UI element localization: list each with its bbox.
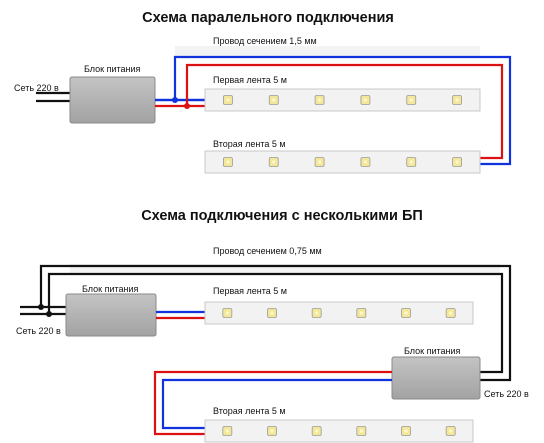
led-chip-center	[315, 311, 319, 315]
power-supply-label: Блок питания	[84, 64, 141, 74]
led-strip-1	[204, 88, 481, 112]
led-chip-center	[225, 429, 229, 433]
negative-wire-strip2	[173, 55, 512, 166]
led-chip-center	[404, 429, 408, 433]
led-chip-center	[455, 98, 459, 102]
diagram-title-multi-psu: Схема подключения с несколькими БП	[141, 208, 423, 224]
mains-label: Сеть 220 в	[14, 83, 59, 93]
strip-body	[204, 88, 481, 112]
mains-wire-long-b	[47, 272, 504, 374]
led-chip-center	[317, 98, 322, 102]
strip1-label-2: Первая лента 5 м	[213, 286, 287, 296]
negative-wire-2b	[161, 378, 392, 430]
strip-body	[204, 419, 474, 443]
led-chip-center	[359, 429, 363, 433]
led-chip-center	[272, 160, 276, 164]
led-chip-center	[363, 160, 368, 164]
led-chip-center	[449, 429, 453, 433]
power-supply-label-2: Блок питания	[404, 346, 461, 356]
led-chip-center	[409, 98, 413, 102]
strip2-label-2: Вторая лента 5 м	[213, 406, 286, 416]
led-chip-center	[455, 160, 459, 164]
strip1-label: Первая лента 5 м	[213, 75, 287, 85]
diagram-title-parallel: Схема паралельного подключения	[142, 10, 394, 26]
led-strip-2-2	[204, 419, 474, 443]
wire-label-bar-2	[70, 264, 500, 274]
strip-body	[204, 150, 481, 174]
led-chip-center	[225, 311, 229, 315]
wire-gauge-label: Провод сечением 1,5 мм	[213, 36, 317, 46]
power-supply-unit-2	[391, 356, 481, 400]
led-chip-center	[449, 311, 453, 315]
strip2-label: Вторая лента 5 м	[213, 139, 286, 149]
parallel-connection-diagram: Схема паралельного подключения Провод се…	[14, 10, 512, 174]
power-supply-label-1: Блок питания	[82, 284, 139, 294]
mains-junction-a	[38, 304, 44, 310]
wire-label-bar	[175, 46, 480, 56]
led-chip-center	[270, 429, 274, 433]
wire-gauge-label-2: Провод сечением 0,75 мм	[213, 246, 322, 256]
led-chip-center	[226, 98, 230, 102]
led-strip-2	[204, 150, 481, 174]
strip-body	[204, 301, 474, 325]
led-chip-center	[409, 160, 413, 164]
mains-wires	[36, 91, 70, 103]
led-chip-center	[363, 98, 368, 102]
led-chip-center	[272, 98, 276, 102]
led-chip-center	[315, 429, 319, 433]
mains-label-2: Сеть 220 в	[484, 389, 529, 399]
led-strip-2-1	[204, 301, 474, 325]
junction-dot-positive	[184, 103, 190, 109]
positive-wire-strip2	[185, 63, 504, 160]
led-chip-center	[317, 160, 322, 164]
mains-label-1: Сеть 220 в	[16, 326, 61, 336]
led-chip-center	[226, 160, 230, 164]
led-chip-center	[404, 311, 408, 315]
led-chip-center	[359, 311, 363, 315]
power-supply-unit-1	[65, 293, 157, 337]
mains-wire-long-a	[39, 264, 512, 382]
positive-wire-2b	[153, 370, 392, 436]
power-supply-unit	[69, 76, 156, 124]
junction-dot-negative	[172, 97, 178, 103]
multiple-psu-diagram: Схема подключения с несколькими БП Прово…	[16, 208, 529, 443]
led-chip-center	[270, 311, 274, 315]
